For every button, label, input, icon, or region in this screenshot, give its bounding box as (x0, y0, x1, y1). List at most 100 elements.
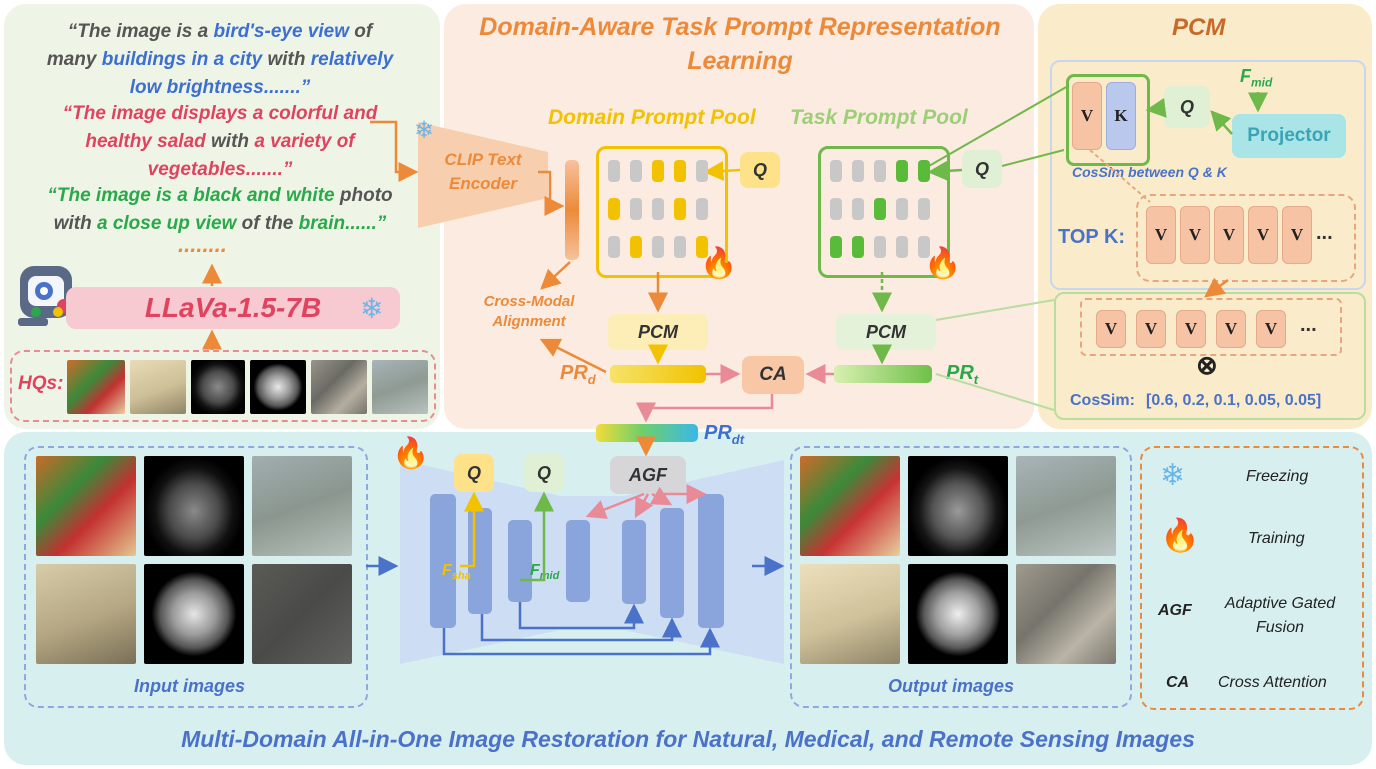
encoder-block-1 (430, 494, 456, 628)
hq-thumb-plane (372, 360, 428, 414)
task-token-2-0 (830, 236, 842, 258)
legend-box (1140, 446, 1364, 710)
domain-token-2-0 (608, 236, 620, 258)
topk-values-box (1136, 194, 1356, 282)
input-bear (36, 564, 136, 664)
domain-token-1-4 (696, 198, 708, 220)
output-bear (800, 564, 900, 664)
input-images-label: Input images (134, 676, 246, 696)
snowflake-icon: ❄ (360, 293, 384, 324)
otimes-icon: ⊗ (1196, 350, 1218, 380)
task-token-0-1 (852, 160, 864, 182)
topk-v5: V (1282, 206, 1312, 264)
domain-pcm-box: PCM (608, 314, 708, 350)
prompt-learning-panel (444, 4, 1034, 429)
task-q-box: Q (962, 150, 1002, 188)
snowflake-icon: ❄ (1160, 459, 1186, 492)
task-token-2-1 (852, 236, 864, 258)
domain-q-box: Q (740, 152, 780, 188)
weighted-v3: V (1176, 310, 1206, 348)
topk-v2: V (1180, 206, 1210, 264)
decoder-block-3 (660, 508, 684, 618)
cossim-values: [0.6, 0.2, 0.1, 0.05, 0.05] (1146, 392, 1322, 409)
input-plane (252, 456, 352, 556)
pcm-fmid-label: Fmid (1240, 66, 1273, 90)
snowflake-icon: ❄ (414, 117, 435, 144)
weighted-v-inner (1080, 298, 1342, 356)
input-city (252, 564, 352, 664)
legend-ca-desc: Cross Attention (1218, 674, 1327, 691)
llava-label: LLaVa-1.5-7B (144, 292, 322, 323)
hq-thumb-ct (191, 360, 245, 414)
task-token-1-4 (918, 198, 930, 220)
robot-head-icon (14, 262, 84, 330)
caption-salad: “The image displays a colorful and healt… (62, 103, 378, 180)
domain-token-0-0 (608, 160, 620, 182)
hq-thumb-city (311, 360, 367, 414)
k-key: K (1106, 82, 1136, 150)
domain-token-2-1 (630, 236, 642, 258)
domain-token-0-3 (674, 160, 686, 182)
task-token-1-3 (896, 198, 908, 220)
domain-token-0-2 (652, 160, 664, 182)
domain-token-1-3 (674, 198, 686, 220)
weighted-v1: V (1096, 310, 1126, 348)
domain-prompt-pool (596, 146, 728, 278)
fire-icon: 🔥 (1160, 517, 1200, 553)
task-token-1-2 (874, 198, 886, 220)
input-images-box (24, 446, 368, 708)
weighted-v4: V (1216, 310, 1246, 348)
task-token-2-4 (918, 236, 930, 258)
weighted-v5: V (1256, 310, 1286, 348)
task-token-2-3 (896, 236, 908, 258)
domain-token-2-3 (674, 236, 686, 258)
pcm-q-box: Q (1164, 86, 1210, 128)
hq-thumb-salad (67, 360, 125, 414)
output-salad (800, 456, 900, 556)
weighted-ellipsis: ... (1300, 314, 1317, 336)
agf-box: AGF (610, 456, 686, 494)
domain-token-0-1 (630, 160, 642, 182)
task-pcm-box: PCM (836, 314, 936, 350)
restore-q1-box: Q (454, 454, 494, 492)
hq-images-box (10, 350, 436, 422)
cross-attention-box: CA (742, 356, 804, 394)
output-ct (908, 456, 1008, 556)
restoration-network (400, 448, 784, 674)
output-images-label: Output images (888, 676, 1015, 696)
task-token-1-1 (852, 198, 864, 220)
input-salad (36, 456, 136, 556)
input-ct (144, 456, 244, 556)
pcm-title: PCM (1172, 14, 1226, 41)
legend-training: Training (1248, 530, 1305, 547)
output-images-box (790, 446, 1132, 708)
topk-v3: V (1214, 206, 1244, 264)
hq-thumb-bear (130, 360, 186, 414)
domain-prompt-bar (610, 365, 706, 383)
caption-brain: “The image is a black and white photo wi… (47, 185, 393, 234)
topk-ellipsis: ... (1316, 222, 1333, 244)
topk-v1: V (1146, 206, 1176, 264)
fire-icon: 🔥 (924, 247, 962, 280)
output-mri (908, 564, 1008, 664)
pr-d-label: PRd (560, 362, 596, 387)
task-prompt-bar (834, 365, 932, 383)
output-city (1016, 564, 1116, 664)
fire-icon: 🔥 (392, 437, 430, 470)
caption-natural-remote: “The image is a bird's-eye view of many … (46, 21, 394, 98)
legend-freezing: Freezing (1246, 468, 1309, 485)
hq-thumb-mri (250, 360, 306, 414)
output-plane (1016, 456, 1116, 556)
restore-q2-box: Q (524, 454, 564, 492)
domain-pool-title: Domain Prompt Pool (548, 106, 756, 129)
hq-label: HQs: (18, 373, 64, 394)
weighted-v2: V (1136, 310, 1166, 348)
text-embedding-bar (565, 160, 579, 260)
input-mri (144, 564, 244, 664)
task-prompt-pool (818, 146, 950, 278)
